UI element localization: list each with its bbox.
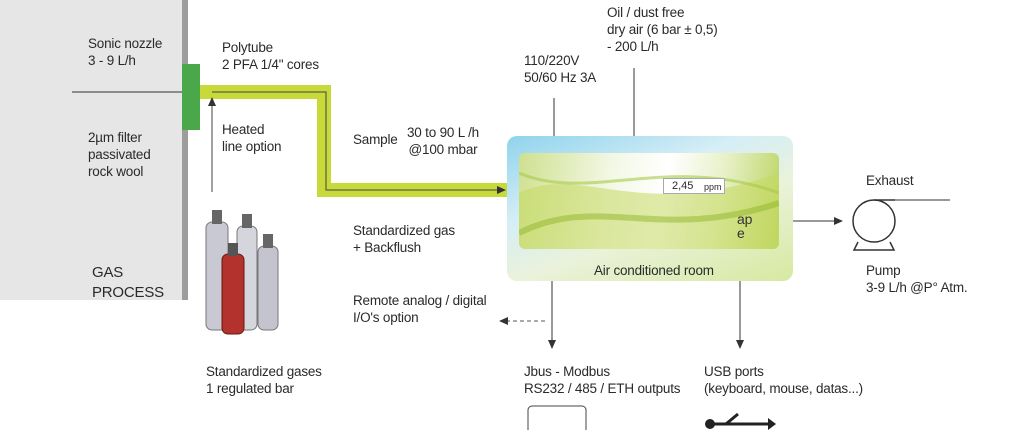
exhaust-label: Exhaust (866, 173, 914, 188)
jbus-label: Jbus - Modbus RS232 / 485 / ETH outputs (524, 364, 681, 396)
sample-label: Sample (353, 132, 398, 147)
apsi-logo: ap e (737, 211, 753, 241)
serial-port-icon (527, 405, 587, 430)
gas-process-stack (0, 0, 188, 300)
filter-label: 2µm filter passivated rock wool (88, 130, 151, 179)
concentration-readout: 2,45 ppm (663, 178, 725, 194)
sonic-nozzle-label: Sonic nozzle 3 - 9 L/h (88, 36, 163, 68)
sample-flow-label: 30 to 90 L /h @100 mbar (407, 125, 479, 157)
gas-bottles-icon (205, 210, 279, 335)
power-label: 110/220V 50/60 Hz 3A (524, 53, 597, 85)
remote-io-label: Remote analog / digital I/O's option (353, 293, 487, 325)
air-supply-label: Oil / dust free dry air (6 bar ± 0,5) - … (607, 5, 718, 54)
standardized-gases-label: Standardized gases 1 regulated bar (206, 364, 322, 396)
reading-unit: ppm (704, 182, 722, 192)
sonic-nozzle (182, 64, 200, 130)
pump-icon (852, 199, 896, 251)
sample-flow-line (212, 91, 506, 194)
reading-value: 2,45 (672, 180, 694, 192)
usb-label: USB ports (keyboard, mouse, datas...) (704, 364, 863, 396)
pump-label: Pump 3-9 L/h @P° Atm. (866, 263, 968, 295)
usb-icon (705, 412, 776, 430)
heated-line-label: Heated line option (222, 122, 282, 154)
air-conditioned-label: Air conditioned room (594, 263, 714, 278)
standardized-gas-label: Standardized gas + Backflush (353, 223, 455, 255)
gas-process-label: GAS PROCESS (92, 264, 164, 301)
polytube-label: Polytube 2 PFA 1/4" cores (222, 40, 319, 72)
